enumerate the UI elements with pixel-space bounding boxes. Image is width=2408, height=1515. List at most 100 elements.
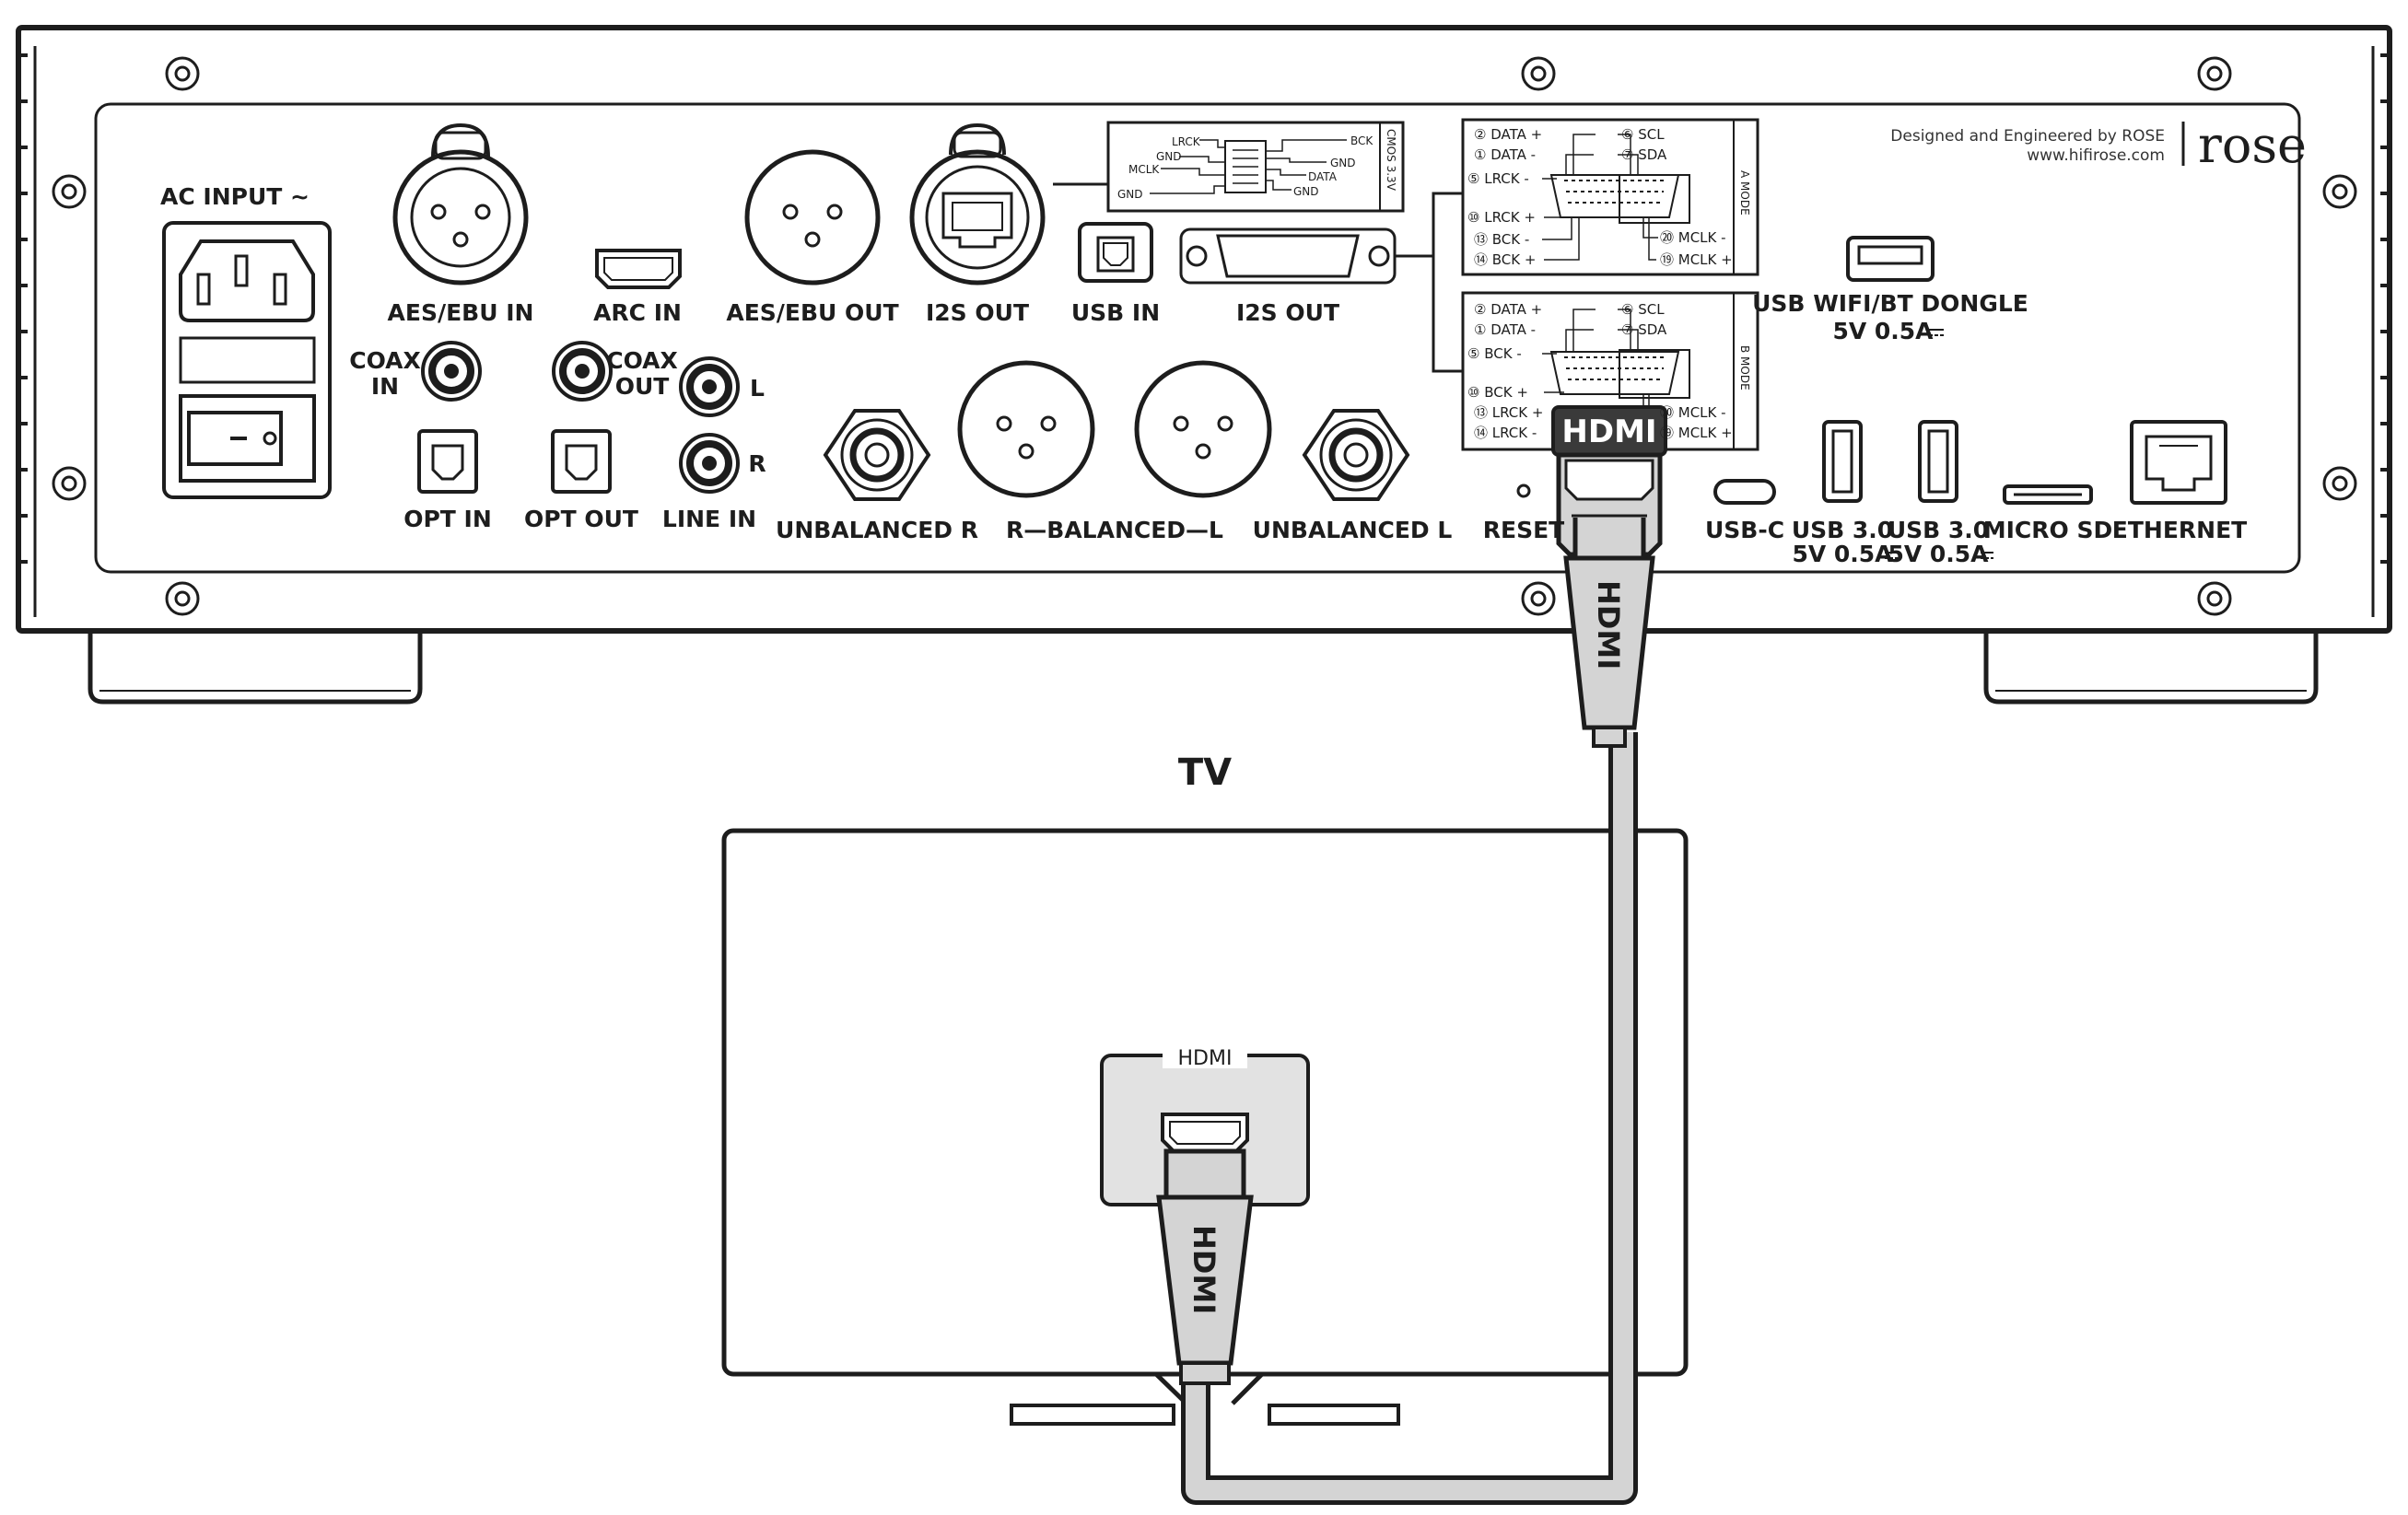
cmos-pin-right-3: DATA: [1308, 170, 1338, 183]
hdmi-plug-tv-logo: HDMI: [1186, 1225, 1222, 1314]
mode-a-left-2: ① DATA -: [1474, 146, 1536, 163]
i2s-out-rj45-connector: [909, 122, 1046, 286]
cmos-pin-left-2: GND: [1156, 150, 1182, 163]
mode-a-left-4: ⑩ LRCK +: [1467, 209, 1536, 226]
mode-b-left-4: ⑩ BCK +: [1467, 384, 1528, 401]
screw-left-lower: [52, 466, 87, 501]
ethernet-port: [2130, 420, 2227, 505]
usb-c-label: USB-C: [1705, 517, 1784, 543]
cmos-pin-left-4: GND: [1117, 188, 1143, 201]
micro-sd-label: MICRO SD: [1983, 517, 2113, 543]
usb-wifi-dongle-port: [1846, 236, 1935, 282]
device-chassis: [16, 25, 2392, 634]
usb-wifi-dongle-power-label: 5V 0.5A: [1832, 318, 1934, 344]
opt-out-label: OPT OUT: [524, 506, 638, 532]
mode-b-left-2: ① DATA -: [1474, 321, 1536, 338]
usb3-port-1-label: USB 3.0: [1792, 517, 1893, 543]
screw-bottom-right: [2197, 581, 2232, 616]
hdmi-plug-tv: [1156, 1148, 1254, 1385]
balanced-r-connector: [957, 360, 1095, 498]
dc-symbol-marks: [1885, 329, 1993, 559]
mode-b-right-3: ⑳ MCLK -: [1660, 404, 1726, 421]
rose-logo: rose: [2198, 116, 2307, 174]
cmos-panel-title: CMOS 3.3V: [1385, 129, 1397, 192]
mode-a-left-5: ⑬ BCK -: [1474, 231, 1529, 248]
tv-title: TV: [1178, 752, 1232, 794]
coax-in-jack: [421, 341, 482, 402]
unbalanced-l-jack: [1302, 409, 1410, 501]
line-in-l-jack: [679, 356, 740, 417]
mode-a-left-6: ⑭ BCK +: [1474, 251, 1536, 268]
cmos-pin-right-1: BCK: [1350, 134, 1373, 147]
reset-pinhole: [1516, 484, 1531, 498]
ethernet-label: ETHERNET: [2112, 517, 2247, 543]
mode-a-right-4: ⑲ MCLK +: [1660, 251, 1733, 268]
opt-out-port: [551, 429, 612, 494]
device-labels: AC INPUT ~ AES/EBU IN ARC IN AES/EBU OUT…: [160, 183, 2247, 567]
mode-b-left-5: ⑬ LRCK +: [1474, 404, 1543, 421]
brand-line-2: www.hifirose.com: [2027, 146, 2165, 165]
usb-in-port: [1078, 222, 1153, 283]
mode-b-text: ② DATA + ① DATA - ⑤ BCK - ⑩ BCK + ⑬ LRCK…: [1467, 301, 1751, 441]
aes-ebu-out-connector: [744, 149, 881, 286]
line-in-r-label: R: [748, 450, 766, 477]
i2s-out-dsub-port: [1179, 227, 1397, 285]
screw-bottom-left: [165, 581, 200, 616]
usb3-port-2-power-label: 5V 0.5A: [1888, 541, 1989, 567]
usb-in-label: USB IN: [1071, 299, 1160, 326]
coax-out-jack: [552, 341, 613, 402]
cmos-pin-left-1: LRCK: [1172, 135, 1201, 148]
mode-b-left-1: ② DATA +: [1474, 301, 1542, 318]
usb-wifi-dongle-label: USB WIFI/BT DONGLE: [1752, 290, 2028, 317]
micro-sd-slot: [2003, 484, 2093, 505]
hdmi-plug-device-logo: HDMI: [1591, 580, 1626, 670]
brand-line-1: Designed and Engineered by ROSE: [1890, 127, 2165, 146]
usb3-port-1: [1822, 420, 1863, 503]
tv-hdmi-port-label: HDMI: [1178, 1047, 1233, 1070]
line-in-label: LINE IN: [662, 506, 756, 532]
screw-top-center: [1521, 56, 1556, 91]
mode-a-right-3: ⑳ MCLK -: [1660, 229, 1726, 246]
tv-stand-left: [1010, 1404, 1175, 1426]
mode-b-left-6: ⑭ LRCK -: [1474, 425, 1537, 441]
usb3-port-2: [1918, 420, 1958, 503]
hdmi-plug-label: HDMI: [1561, 414, 1656, 450]
device-foot-right: [1983, 634, 2319, 705]
cmos-pinout-panel: [1106, 121, 1405, 213]
coax-out-label-line2: OUT: [615, 373, 670, 400]
device-foot-left: [88, 634, 423, 705]
ac-input-label: AC INPUT ~: [160, 183, 310, 210]
opt-in-label: OPT IN: [403, 506, 492, 532]
hdmi-plug-device: [1551, 405, 1667, 748]
screw-bottom-center: [1521, 581, 1556, 616]
unbalanced-r-jack: [823, 409, 931, 501]
cmos-pin-right-2: GND: [1330, 157, 1356, 169]
aes-ebu-in-label: AES/EBU IN: [388, 299, 534, 326]
mode-a-right-2: ⑦ SDA: [1621, 146, 1667, 163]
mode-a-pinout-panel: [1461, 118, 1759, 276]
mode-b-left-3: ⑤ BCK -: [1467, 345, 1522, 362]
i2s-out-dsub-label: I2S OUT: [1236, 299, 1339, 326]
tv-stand-right: [1268, 1404, 1400, 1426]
i2s-out-rj45-label: I2S OUT: [926, 299, 1029, 326]
tv-port-label-backdrop: [1163, 1044, 1247, 1068]
usb3-port-1-power-label: 5V 0.5A: [1792, 541, 1893, 567]
line-in-l-label: L: [750, 375, 765, 402]
reset-label: RESET: [1483, 517, 1564, 543]
mode-a-right-1: ⑥ SCL: [1621, 126, 1665, 143]
mode-b-pinout-panel: [1461, 291, 1759, 451]
balanced-l-connector: [1134, 360, 1272, 498]
mode-a-left-1: ② DATA +: [1474, 126, 1542, 143]
hdmi-cable-cord-inner: [1186, 732, 1633, 1500]
screw-right-upper: [2322, 174, 2357, 209]
coax-out-label-line1: COAX: [606, 347, 678, 374]
coax-in-label-line1: COAX: [349, 347, 421, 374]
mode-b-right-1: ⑥ SCL: [1621, 301, 1665, 318]
mode-a-text: ② DATA + ① DATA - ⑤ LRCK - ⑩ LRCK + ⑬ BC…: [1467, 126, 1751, 268]
coax-in-label-line2: IN: [371, 373, 399, 400]
screw-top-left: [165, 56, 200, 91]
mode-a-title: A MODE: [1738, 170, 1751, 216]
mode-b-right-4: ⑲ MCLK +: [1660, 425, 1733, 441]
